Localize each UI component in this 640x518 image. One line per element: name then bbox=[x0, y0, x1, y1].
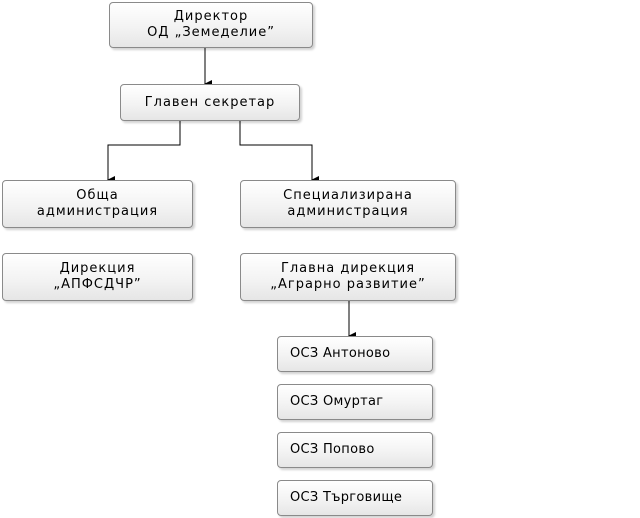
node-osz-targovishte-label: ОСЗ Търговище bbox=[290, 490, 403, 505]
node-osz-omurtag-label: ОСЗ Омуртаг bbox=[290, 394, 384, 409]
node-osz-antonovo: ОСЗ Антоново bbox=[277, 336, 433, 372]
node-chief-secretary: Главен секретар bbox=[120, 84, 300, 121]
node-specialized-administration-line2: администрация bbox=[287, 204, 409, 219]
connector-secretary-to-general-admin bbox=[107, 121, 181, 184]
node-osz-targovishte: ОСЗ Търговище bbox=[277, 480, 433, 516]
node-general-administration: Обща администрация bbox=[2, 180, 193, 228]
node-director-line1: Директор bbox=[173, 9, 249, 24]
node-osz-popovo: ОСЗ Попово bbox=[277, 432, 433, 468]
node-specialized-administration-line1: Специализирана bbox=[283, 188, 413, 203]
node-directorate-apfsdchr: Дирекция „АПФСДЧР” bbox=[2, 253, 193, 301]
node-main-directorate-line1: Главна дирекция bbox=[280, 261, 416, 276]
node-chief-secretary-line1: Главен секретар bbox=[144, 94, 276, 110]
node-director: Директор ОД „Земеделие” bbox=[109, 2, 313, 48]
node-general-administration-line2: администрация bbox=[36, 204, 159, 219]
connector-secretary-to-specialized-admin bbox=[239, 121, 319, 184]
node-main-directorate-line2: „Аграрно развитие” bbox=[270, 277, 426, 292]
node-osz-popovo-label: ОСЗ Попово bbox=[290, 442, 375, 457]
node-director-line2: ОД „Земеделие” bbox=[147, 25, 275, 40]
node-directorate-apfsdchr-line1: Дирекция bbox=[59, 261, 136, 276]
node-directorate-apfsdchr-line2: „АПФСДЧР” bbox=[53, 277, 142, 292]
node-general-administration-line1: Обща bbox=[76, 188, 119, 203]
node-osz-antonovo-label: ОСЗ Антоново bbox=[290, 346, 391, 361]
node-main-directorate: Главна дирекция „Аграрно развитие” bbox=[240, 253, 456, 301]
node-osz-omurtag: ОСЗ Омуртаг bbox=[277, 384, 433, 420]
node-specialized-administration: Специализирана администрация bbox=[240, 180, 456, 228]
